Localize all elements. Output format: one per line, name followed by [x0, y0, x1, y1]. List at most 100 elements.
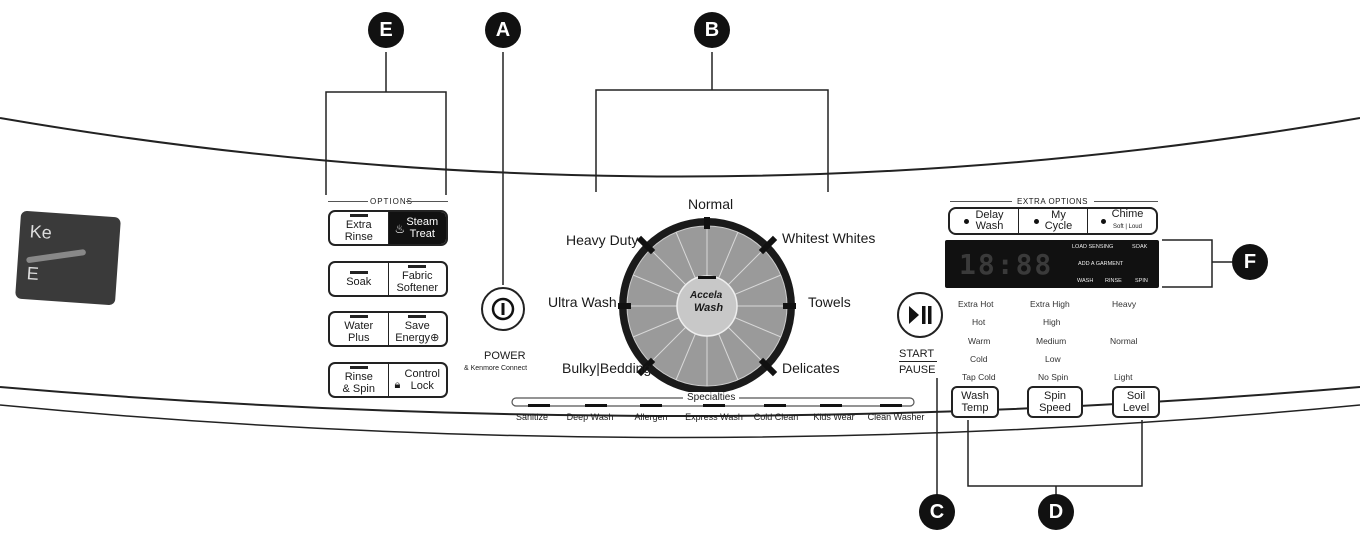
specialty-led [528, 404, 550, 407]
logo-text-bottom: E [26, 263, 40, 284]
specialty-cold-clean[interactable]: Cold Clean [753, 412, 799, 422]
button-label: Soft | Loud [1113, 224, 1142, 230]
cycle-bulky-bedding[interactable]: Bulky|Bedding [562, 360, 652, 376]
specialty-led [764, 404, 786, 407]
spin-level-medium: Medium [1036, 336, 1067, 346]
specialty-clean-washer[interactable]: Clean Washer [867, 412, 925, 422]
button-label: Save [404, 319, 430, 332]
cycle-normal[interactable]: Normal [688, 196, 734, 212]
specialty-led [820, 404, 842, 407]
time-readout: 18:88 [959, 248, 1054, 281]
spin-level-low: Low [1045, 354, 1061, 364]
rinse-status-label: RINSE [1105, 278, 1122, 284]
button-label: Treat [409, 228, 435, 240]
button-label: Lock [410, 380, 434, 392]
options-header: OPTIONS [370, 197, 414, 206]
led-indicator [408, 314, 427, 318]
callout-e: E [368, 12, 404, 48]
wash-temp-button[interactable]: Wash Temp [951, 386, 999, 418]
save-energy-button[interactable]: Save Energy⊕ [387, 313, 447, 345]
logo-swoosh [25, 249, 87, 264]
button-label: & Spin [342, 382, 375, 395]
option-row-3: Water Plus Save Energy⊕ [328, 311, 448, 347]
add-garment-label: ADD A GARMENT [1078, 261, 1124, 267]
button-label: Steam [406, 216, 439, 228]
cycle-selector-dial[interactable] [618, 217, 796, 395]
specialty-sanitize[interactable]: Sanitize [515, 412, 549, 422]
power-button[interactable] [481, 287, 525, 331]
fabric-softener-button[interactable]: Fabric Softener [387, 263, 447, 295]
lock-icon: 🔒︎ [394, 379, 401, 391]
temp-level-hot: Hot [972, 317, 986, 327]
button-label: Rinse [344, 230, 373, 243]
specialty-led [640, 404, 662, 407]
cycle-heavy-duty[interactable]: Heavy Duty [566, 232, 639, 248]
load-sensing-label: LOAD SENSING [1072, 244, 1114, 250]
rinse-spin-button[interactable]: Rinse & Spin [330, 364, 388, 396]
options-header-rule [406, 201, 448, 202]
soil-level-normal: Normal [1110, 336, 1138, 346]
callout-b: B [694, 12, 730, 48]
button-label: Control [404, 368, 440, 380]
button-label: Level [1122, 402, 1150, 414]
play-pause-icon [909, 306, 932, 324]
specialties-header: Specialties [683, 392, 740, 403]
power-icon [491, 297, 515, 321]
extra-rinse-button[interactable]: Extra Rinse [330, 212, 388, 244]
specialty-deep-wash[interactable]: Deep Wash [566, 412, 614, 422]
button-label: Temp [961, 402, 989, 414]
specialty-kids-wear[interactable]: Kids Wear [813, 412, 855, 422]
callout-d: D [1038, 494, 1074, 530]
spin-speed-button[interactable]: Spin Speed [1027, 386, 1083, 418]
spin-level-extra-high: Extra High [1030, 299, 1070, 309]
indicator-dot [1100, 218, 1106, 224]
button-label: Plus [348, 331, 370, 344]
button-label: Fabric [401, 269, 433, 282]
button-label: Wash [975, 220, 1004, 232]
start-label: START [899, 348, 935, 360]
option-row-1: Extra Rinse ♨ Steam Treat [328, 210, 448, 246]
button-label: Water [344, 319, 374, 332]
cycle-ultra-wash[interactable]: Ultra Wash [548, 294, 617, 310]
specialty-allergen[interactable]: Allergen [634, 412, 668, 422]
callout-c: C [919, 494, 955, 530]
extra-options-rule [1094, 201, 1158, 202]
extra-options-header: EXTRA OPTIONS [1017, 197, 1088, 206]
led-indicator [349, 314, 368, 318]
soak-status-label: SOAK [1132, 244, 1148, 250]
start-pause-button[interactable] [897, 292, 943, 338]
cycle-delicates[interactable]: Delicates [782, 360, 840, 376]
specialty-express-wash[interactable]: Express Wash [685, 412, 743, 422]
control-lock-button[interactable]: 🔒︎ Control Lock [387, 364, 447, 396]
button-label: Chime [1111, 208, 1144, 220]
dial-center-label-top: Accela [690, 290, 723, 301]
option-row-4: Rinse & Spin 🔒︎ Control Lock [328, 362, 448, 398]
led-indicator [349, 270, 368, 274]
option-row-2: Soak Fabric Softener [328, 261, 448, 297]
pause-label: PAUSE [899, 364, 936, 376]
specialty-led [703, 404, 725, 407]
specialty-led [585, 404, 607, 407]
soak-button[interactable]: Soak [330, 263, 388, 295]
steam-treat-button[interactable]: ♨ Steam Treat [387, 212, 446, 244]
button-label: Spin [1043, 390, 1067, 402]
button-label: Extra [345, 218, 372, 231]
status-display: 18:88 LOAD SENSING SOAK ADD A GARMENT WA… [945, 240, 1159, 288]
indicator-dot [1033, 218, 1039, 224]
logo-text-top: Ke [29, 221, 53, 243]
cycle-whitest-whites[interactable]: Whitest Whites [782, 230, 876, 246]
power-label: POWER [484, 350, 526, 362]
steam-icon: ♨ [394, 222, 406, 236]
led-indicator [349, 213, 368, 217]
button-label: Energy⊕ [395, 331, 440, 344]
button-label: Soak [346, 275, 372, 288]
callout-f: F [1232, 244, 1268, 280]
water-plus-button[interactable]: Water Plus [330, 313, 388, 345]
cycle-towels[interactable]: Towels [808, 294, 851, 310]
spin-status-label: SPIN [1135, 278, 1148, 284]
soil-level-button[interactable]: Soil Level [1112, 386, 1160, 418]
